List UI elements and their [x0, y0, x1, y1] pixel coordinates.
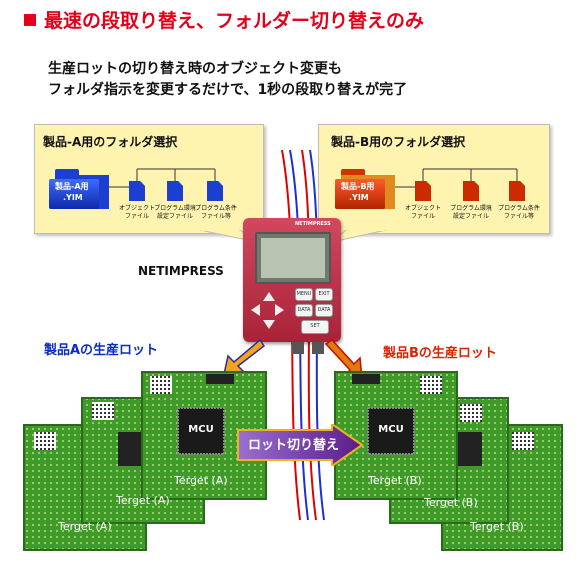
lot-switch-arrow-icon	[237, 424, 364, 466]
doc-b-object-label: オブジェクトファイル	[404, 205, 441, 220]
data-key-1[interactable]: DATA	[295, 304, 313, 317]
doc-b-object-icon	[415, 181, 431, 201]
doc-b-env-label: プログラム環境設定ファイル	[450, 205, 492, 220]
lot-a-label: 製品Aの生産ロット	[44, 343, 159, 358]
dpad-right-button[interactable]	[275, 304, 284, 316]
doc-a-env-label: プログラム環境設定ファイル	[154, 205, 196, 220]
subtitle-line-2: フォルダ指示を変更するだけで、1秒の段取り替えが完了	[48, 82, 408, 98]
menu-key[interactable]: MENU	[295, 288, 313, 301]
lot-b-label: 製品Bの生産ロット	[383, 346, 497, 361]
exit-key[interactable]: EXIT	[315, 288, 333, 301]
doc-b-env-icon	[463, 181, 479, 201]
callout-b-title: 製品-B用のフォルダ選択	[331, 135, 466, 149]
device-screen	[255, 232, 331, 284]
folder-b-icon: 製品-B用 .YIM	[335, 169, 395, 209]
folder-b-label-1: 製品-B用	[341, 182, 375, 191]
bullet-square-icon	[24, 13, 36, 26]
data-key-2[interactable]: DATA	[315, 304, 333, 317]
callout-b: 製品-B用のフォルダ選択 製品-B用 .YIM オブジェクトファイル プログラム…	[318, 124, 550, 234]
mcu-b-label: MCU	[378, 424, 404, 435]
board-a-front	[141, 371, 267, 500]
dpad-up-button[interactable]	[263, 292, 275, 301]
doc-b-cond-icon	[509, 181, 525, 201]
doc-a-object-icon	[129, 181, 145, 201]
target-a-back-label: Terget (A)	[58, 520, 112, 533]
doc-a-cond-icon	[207, 181, 223, 201]
connector-left	[292, 342, 304, 354]
page-title: 最速の段取り替え、フォルダー切り替えのみ	[24, 6, 424, 33]
device-brand: NETIMPRESS	[295, 221, 331, 227]
target-b-back-label: Terget (B)	[470, 520, 524, 533]
folder-a-label-1: 製品-A用	[55, 182, 89, 191]
folder-a-label-2: .YIM	[63, 193, 83, 202]
netimpress-device: NETIMPRESS MENU EXIT DATA DATA SET	[243, 218, 341, 342]
target-a-front-label: Terget (A)	[174, 474, 228, 487]
callout-a: 製品-A用のフォルダ選択 製品-A用 .YIM オブジェクトファイル プログラム…	[34, 124, 264, 234]
connector-right	[312, 342, 324, 354]
callout-a-title: 製品-A用のフォルダ選択	[43, 135, 178, 149]
doc-a-object-label: オブジェクトファイル	[118, 205, 155, 220]
doc-a-cond-label: プログラム条件ファイル等	[195, 205, 237, 220]
mcu-a-label: MCU	[188, 424, 214, 435]
dpad-down-button[interactable]	[263, 320, 275, 329]
folder-a-icon: 製品-A用 .YIM	[49, 169, 109, 209]
lot-switch-label: ロット切り替え	[248, 438, 340, 453]
doc-a-env-icon	[167, 181, 183, 201]
device-label: NETIMPRESS	[138, 264, 224, 278]
doc-b-cond-label: プログラム条件ファイル等	[498, 205, 540, 220]
folder-b-label-2: .YIM	[349, 193, 369, 202]
target-a-mid-label: Terget (A)	[116, 494, 170, 507]
target-b-front-label: Terget (B)	[368, 474, 422, 487]
target-b-mid-label: Terget (B)	[424, 496, 478, 509]
dpad-left-button[interactable]	[251, 304, 260, 316]
board-b-front	[334, 371, 458, 500]
subtitle-line-1: 生産ロットの切り替え時のオブジェクト変更も	[48, 61, 342, 77]
set-key[interactable]: SET	[301, 320, 329, 334]
